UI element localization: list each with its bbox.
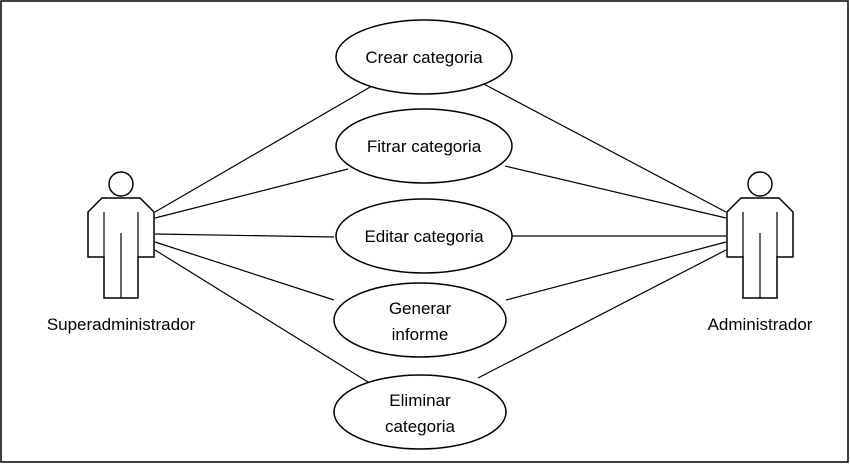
use-case-crear-categoria[interactable]: Crear categoria [335, 19, 513, 95]
use-case-label: Fitrar categoria [367, 137, 482, 156]
association-line [479, 81, 727, 213]
use-case-label: Editar categoria [364, 227, 484, 246]
actor-label: Administrador [708, 315, 813, 334]
associations-left [154, 85, 373, 383]
use-case-label-line2: categoria [385, 417, 455, 436]
use-case-label: Crear categoria [365, 48, 483, 67]
association-line [154, 233, 335, 238]
use-case-fitrar-categoria[interactable]: Fitrar categoria [335, 108, 513, 184]
use-case-eliminar-categoria[interactable]: Eliminar categoria [333, 374, 507, 450]
use-case-label-line2: informe [392, 325, 449, 344]
use-case-generar-informe[interactable]: Generar informe [333, 282, 507, 358]
association-line [477, 249, 727, 379]
association-line [154, 85, 373, 213]
association-line [154, 241, 335, 301]
association-line [154, 168, 349, 219]
association-line [505, 241, 727, 301]
use-case-label-line1: Generar [389, 299, 452, 318]
actor-icon [87, 171, 155, 299]
associations-right [477, 81, 727, 379]
association-line [504, 165, 727, 219]
use-case-editar-categoria[interactable]: Editar categoria [335, 198, 513, 274]
actor-label: Superadministrador [47, 315, 196, 334]
actor-superadministrador[interactable]: Superadministrador [47, 171, 196, 334]
actor-icon [726, 171, 794, 299]
association-line [154, 249, 369, 383]
actor-administrador[interactable]: Administrador [708, 171, 813, 334]
use-case-label-line1: Eliminar [389, 391, 451, 410]
